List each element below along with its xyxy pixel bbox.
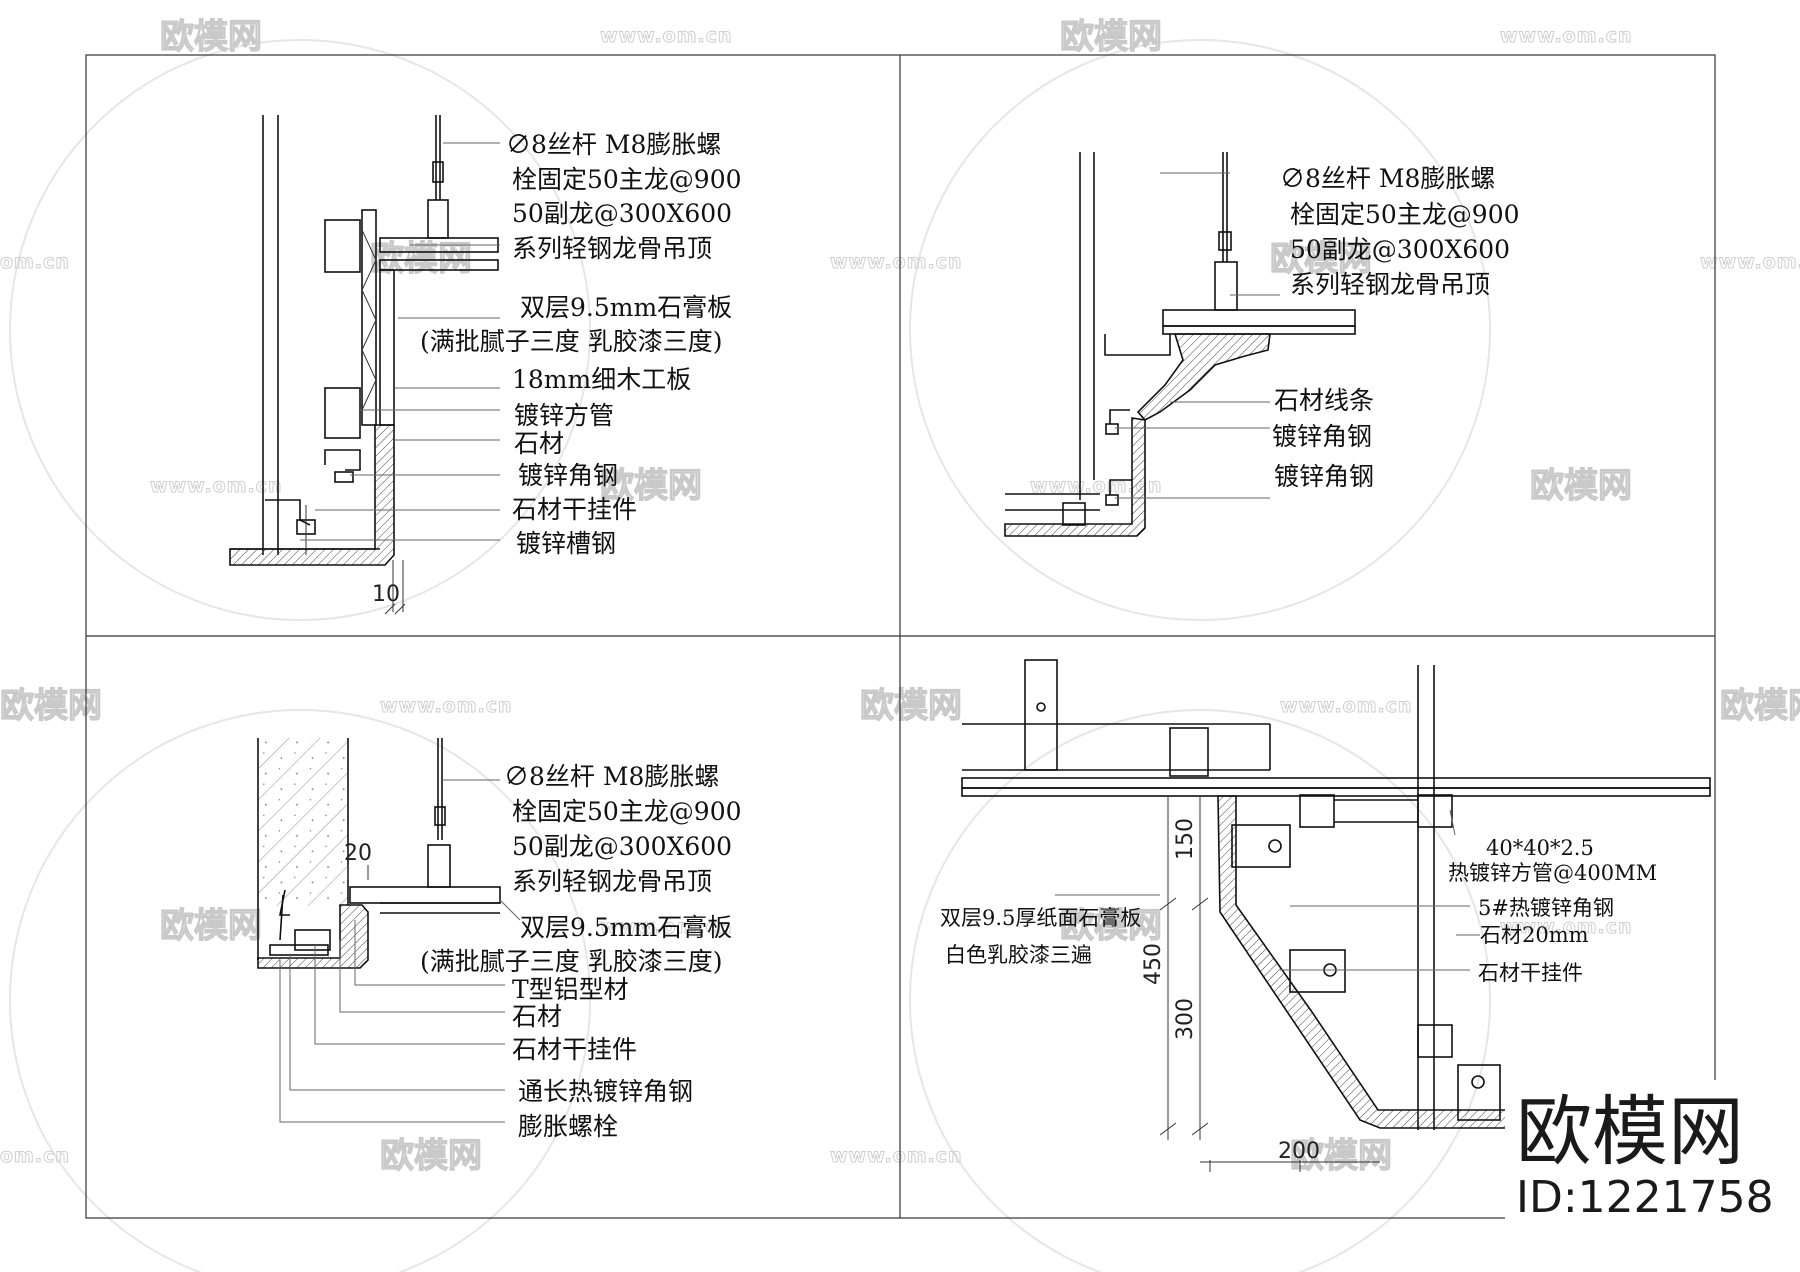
watermark-brand: 欧模网 bbox=[1530, 466, 1632, 506]
watermark-brand: 欧模网 bbox=[160, 17, 262, 57]
annotation-label: T型铝型材 bbox=[512, 975, 629, 1004]
watermark-url: www.om.cn bbox=[1280, 695, 1413, 717]
annotation-label: 镀锌方管 bbox=[514, 401, 614, 430]
annotation-label: 镀锌角钢 bbox=[1272, 422, 1372, 451]
watermark-layer: 欧模网 www.om.cn 欧模网 www.om.cn om.cn 欧模网 ww… bbox=[0, 16, 1800, 1272]
watermark-url: www.om.cn bbox=[830, 1145, 963, 1167]
annotation-label: 40*40*2.5 bbox=[1486, 836, 1594, 860]
annotation-label: ∅8丝杆 M8膨胀螺 bbox=[1280, 164, 1495, 193]
annotation-label: 50副龙@300X600 bbox=[1290, 235, 1510, 264]
watermark-brand: 欧模网 bbox=[860, 686, 962, 726]
annotation-label: 镀锌角钢 bbox=[1274, 462, 1374, 491]
dimension-450: 450 bbox=[1141, 943, 1166, 985]
watermark-url: www.om.cn bbox=[380, 695, 513, 717]
watermark-url: www.om.cn bbox=[830, 251, 963, 273]
annotation-label: 系列轻钢龙骨吊顶 bbox=[1290, 270, 1490, 299]
watermark-url: www.om.cn bbox=[600, 916, 733, 938]
dimension-200: 200 bbox=[1278, 1139, 1320, 1164]
annotation-label: 双层9.5mm石膏板 bbox=[520, 913, 732, 942]
annotation-label: (满批腻子三度 乳胶漆三度) bbox=[420, 327, 722, 356]
annotation-label: ∅8丝杆 M8膨胀螺 bbox=[504, 762, 719, 791]
annotation-label: 通长热镀锌角钢 bbox=[518, 1077, 693, 1106]
watermark-brand: 欧模网 bbox=[1060, 906, 1162, 946]
annotation-label: 栓固定50主龙@900 bbox=[512, 797, 742, 826]
brand-footer: 欧模网 ID:1221758 bbox=[1505, 1080, 1774, 1230]
watermark-url: www.om.cn bbox=[1500, 916, 1633, 938]
watermark-brand: 欧模网 bbox=[1270, 239, 1372, 279]
watermark-brand: 欧模网 bbox=[600, 466, 702, 506]
annotation-label: 石材干挂件 bbox=[512, 495, 637, 524]
annotation-label: 系列轻钢龙骨吊顶 bbox=[512, 234, 712, 263]
annotation-label: 石材干挂件 bbox=[1478, 961, 1583, 985]
annotation-label: 5#热镀锌角钢 bbox=[1478, 896, 1614, 920]
watermark-url: om.cn bbox=[0, 1145, 70, 1167]
watermark-brand: 欧模网 bbox=[160, 906, 262, 946]
watermark-url: www.om.cn bbox=[150, 475, 283, 497]
annotation-label: 石材20mm bbox=[1480, 923, 1589, 947]
annotation-label: ∅8丝杆 M8膨胀螺 bbox=[506, 130, 721, 159]
annotation-label: 栓固定50主龙@900 bbox=[1290, 200, 1520, 229]
annotation-label: 热镀锌方管@400MM bbox=[1448, 861, 1657, 885]
annotation-label: 白色乳胶漆三遍 bbox=[945, 943, 1092, 967]
watermark-brand: 欧模网 bbox=[380, 1136, 482, 1176]
annotation-label: (满批腻子三度 乳胶漆三度) bbox=[420, 947, 722, 976]
brand-name: 欧模网 bbox=[1516, 1087, 1744, 1176]
annotation-label: 50副龙@300X600 bbox=[512, 199, 732, 228]
annotation-label: 50副龙@300X600 bbox=[512, 832, 732, 861]
annotation-label: 18mm细木工板 bbox=[512, 365, 691, 394]
annotation-label: 栓固定50主龙@900 bbox=[512, 165, 742, 194]
annotation-label: 双层9.5mm石膏板 bbox=[520, 293, 732, 322]
annotation-label: 石材线条 bbox=[1274, 386, 1374, 415]
watermark-brand: 欧模网 bbox=[0, 686, 102, 726]
watermark-brand: 欧模网 bbox=[1290, 1136, 1392, 1176]
dimension-300: 300 bbox=[1173, 998, 1198, 1040]
watermark-url: www.om.cn bbox=[600, 25, 733, 47]
brand-id: ID:1221758 bbox=[1516, 1172, 1774, 1223]
dimension-10: 10 bbox=[372, 582, 400, 607]
watermark-brand: 欧模网 bbox=[1720, 686, 1800, 726]
detail-bottom-right: 150 450 300 200 40*40*2.5 热镀锌方管@400MM 5#… bbox=[940, 659, 1711, 1172]
annotation-label: 镀锌角钢 bbox=[518, 461, 618, 490]
watermark-brand: 欧模网 bbox=[1060, 17, 1162, 57]
annotation-label: 石材 bbox=[512, 1002, 562, 1031]
watermark-url: om.cn bbox=[0, 251, 70, 273]
watermark-circles bbox=[9, 39, 1491, 1272]
annotation-label: 双层9.5厚纸面石膏板 bbox=[940, 906, 1141, 930]
annotation-label: 石材 bbox=[514, 429, 564, 458]
dimension-150: 150 bbox=[1173, 818, 1198, 860]
dimension-20: 20 bbox=[344, 841, 372, 866]
annotation-label: 系列轻钢龙骨吊顶 bbox=[512, 867, 712, 896]
annotation-label: 膨胀螺栓 bbox=[518, 1112, 618, 1141]
watermark-url: www.om.cn bbox=[1700, 251, 1800, 273]
detail-top-right: ∅8丝杆 M8膨胀螺 栓固定50主龙@900 50副龙@300X600 系列轻钢… bbox=[1004, 152, 1520, 537]
sheet-frame bbox=[85, 54, 1716, 1219]
detail-top-left: 10 ∅8丝杆 M8膨胀螺 栓固定50主龙@900 50副龙@300X600 系… bbox=[229, 115, 742, 615]
annotation-label: 石材干挂件 bbox=[512, 1035, 637, 1064]
watermark-url: www.om.cn bbox=[1500, 25, 1633, 47]
annotation-label: 镀锌槽钢 bbox=[516, 529, 616, 558]
detail-bottom-left: 20 ∅8丝杆 M8膨胀螺 栓固定50主龙@900 50副龙@300X600 系… bbox=[257, 738, 742, 1141]
